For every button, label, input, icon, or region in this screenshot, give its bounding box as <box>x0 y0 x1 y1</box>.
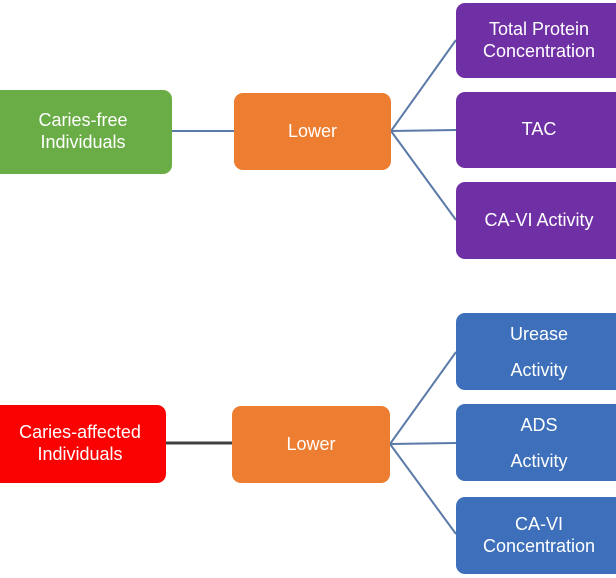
node-ads-activity[interactable]: ADS Activity <box>456 404 616 481</box>
node-label: CA-VI Activity <box>484 209 594 230</box>
node-label: Caries-free Individuals <box>38 110 128 152</box>
node-caries-free-individuals[interactable]: Caries-free Individuals <box>0 90 172 174</box>
node-tac[interactable]: TAC <box>456 92 616 168</box>
edge-lower-to-ads-activity <box>389 442 457 445</box>
node-lower-caries-free[interactable]: Lower <box>234 93 391 170</box>
edge-lower-to-total-protein-concentration <box>390 39 457 132</box>
edge-lower-to-urease-activity <box>389 351 457 445</box>
node-urease-activity[interactable]: Urease Activity <box>456 313 616 390</box>
node-label: Lower <box>287 120 338 141</box>
node-ca-vi-concentration[interactable]: CA-VI Concentration <box>456 497 616 574</box>
node-lower-caries-affected[interactable]: Lower <box>232 406 390 483</box>
node-label: TAC <box>521 119 557 140</box>
edge-lower-to-ca-vi-activity <box>390 130 457 221</box>
node-label: Total Protein Concentration <box>482 18 596 61</box>
node-label: ADS Activity <box>510 414 568 471</box>
node-ca-vi-activity[interactable]: CA-VI Activity <box>456 182 616 259</box>
node-label: CA-VI Concentration <box>482 513 596 556</box>
edge-lower-to-tac <box>390 129 457 132</box>
edge-lower-to-ca-vi-concentration <box>389 443 457 535</box>
node-caries-affected-individuals[interactable]: Caries-affected Individuals <box>0 405 166 483</box>
node-label: Caries-affected Individuals <box>19 422 141 464</box>
node-label: Lower <box>286 433 336 454</box>
node-label: Urease Activity <box>509 323 569 380</box>
node-total-protein-concentration[interactable]: Total Protein Concentration <box>456 3 616 78</box>
